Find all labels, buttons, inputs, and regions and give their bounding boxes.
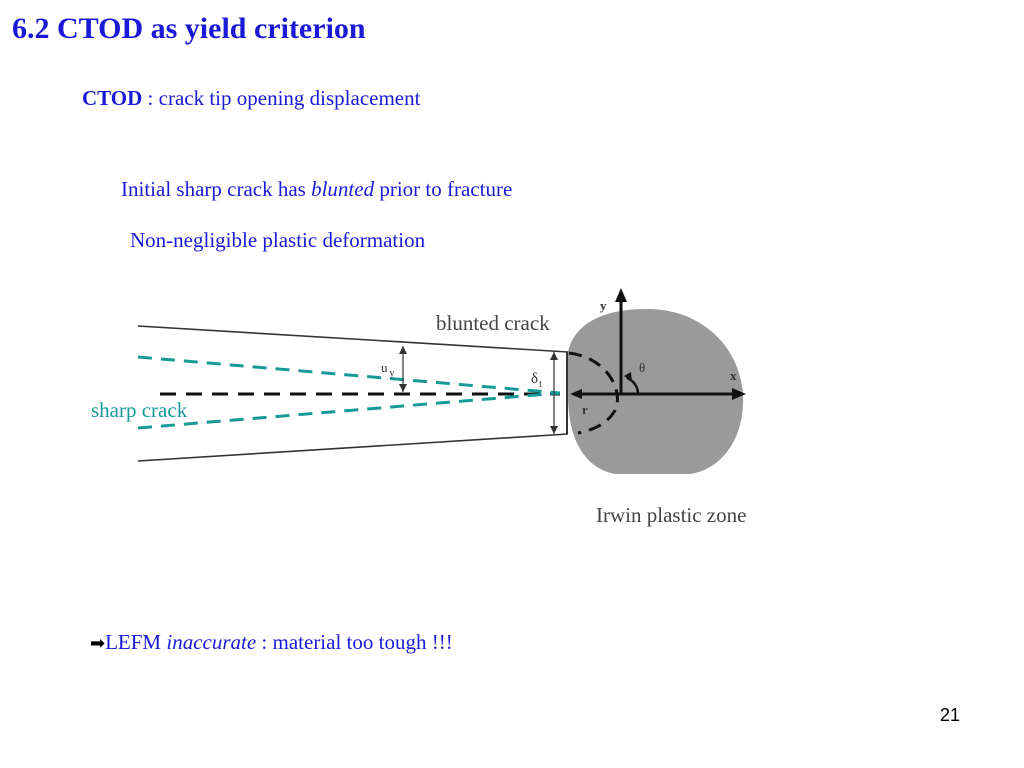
sharp-crack-upper — [137, 355, 561, 395]
bullet-blunted-suffix: prior to fracture — [374, 177, 513, 201]
y-axis-arrow — [615, 288, 627, 302]
r-axis-label: r — [582, 402, 588, 417]
conclusion-suffix: : material too tough !!! — [256, 630, 453, 654]
sharp-crack-lower — [137, 391, 561, 430]
bullet-blunted-emphasis: blunted — [311, 177, 375, 201]
lower-crack-face — [137, 433, 569, 462]
upper-crack-face — [137, 325, 569, 353]
irwin-plastic-zone — [568, 308, 744, 474]
delta-t-arrow-bottom — [550, 426, 558, 434]
delta-t-arrow-top — [550, 352, 558, 360]
bullet-blunted-prefix: Initial sharp crack has — [121, 177, 312, 201]
theta-arc-arrow — [624, 372, 632, 382]
page-number: 21 — [940, 705, 961, 725]
x-axis-label: x — [730, 368, 737, 383]
uy-arrow-top — [399, 346, 407, 354]
ctod-definition: CTOD : crack tip opening displacement — [82, 86, 420, 111]
bullet-plastic-deformation: Non-negligible plastic deformation — [130, 228, 426, 252]
slide-title: 6.2 CTOD as yield criterion — [12, 12, 366, 45]
y-axis-label: y — [600, 298, 607, 313]
delta-t-symbol: δt — [531, 371, 542, 390]
x-axis-arrow — [732, 388, 746, 400]
uy-arrow-bottom — [399, 384, 407, 392]
blunted-crack-dashed-arc — [568, 351, 619, 435]
theta-label: θ — [639, 360, 645, 375]
bullet-blunted: Initial sharp crack has blunted prior to… — [121, 177, 512, 202]
right-arrow-icon: ➡ — [90, 633, 106, 654]
blunted-crack-label: blunted crack — [436, 311, 550, 335]
sharp-crack-label: sharp crack — [91, 398, 188, 422]
irwin-plastic-zone-label: Irwin plastic zone — [596, 503, 747, 527]
conclusion-prefix: LEFM — [105, 630, 167, 654]
ctod-definition-text: : crack tip opening displacement — [142, 86, 421, 110]
conclusion-emphasis: inaccurate — [166, 630, 257, 654]
conclusion-line: ➡LEFM inaccurate : material too tough !!… — [90, 630, 453, 655]
ctod-term: CTOD — [82, 86, 143, 110]
r-axis-arrow — [570, 389, 582, 399]
